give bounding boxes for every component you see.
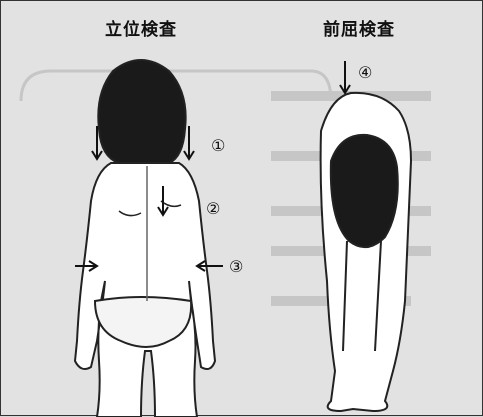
forward-bend-check-title: 前屈検査 <box>323 15 395 40</box>
standing-check-title: 立位検査 <box>105 15 177 40</box>
marker-3: ③ <box>229 257 243 276</box>
bending-figure <box>321 93 411 411</box>
marker-4: ④ <box>358 63 372 82</box>
marker-1: ① <box>211 136 225 155</box>
standing-figure <box>75 60 215 417</box>
marker-2: ② <box>206 199 220 218</box>
check-arrow-right <box>340 61 350 93</box>
